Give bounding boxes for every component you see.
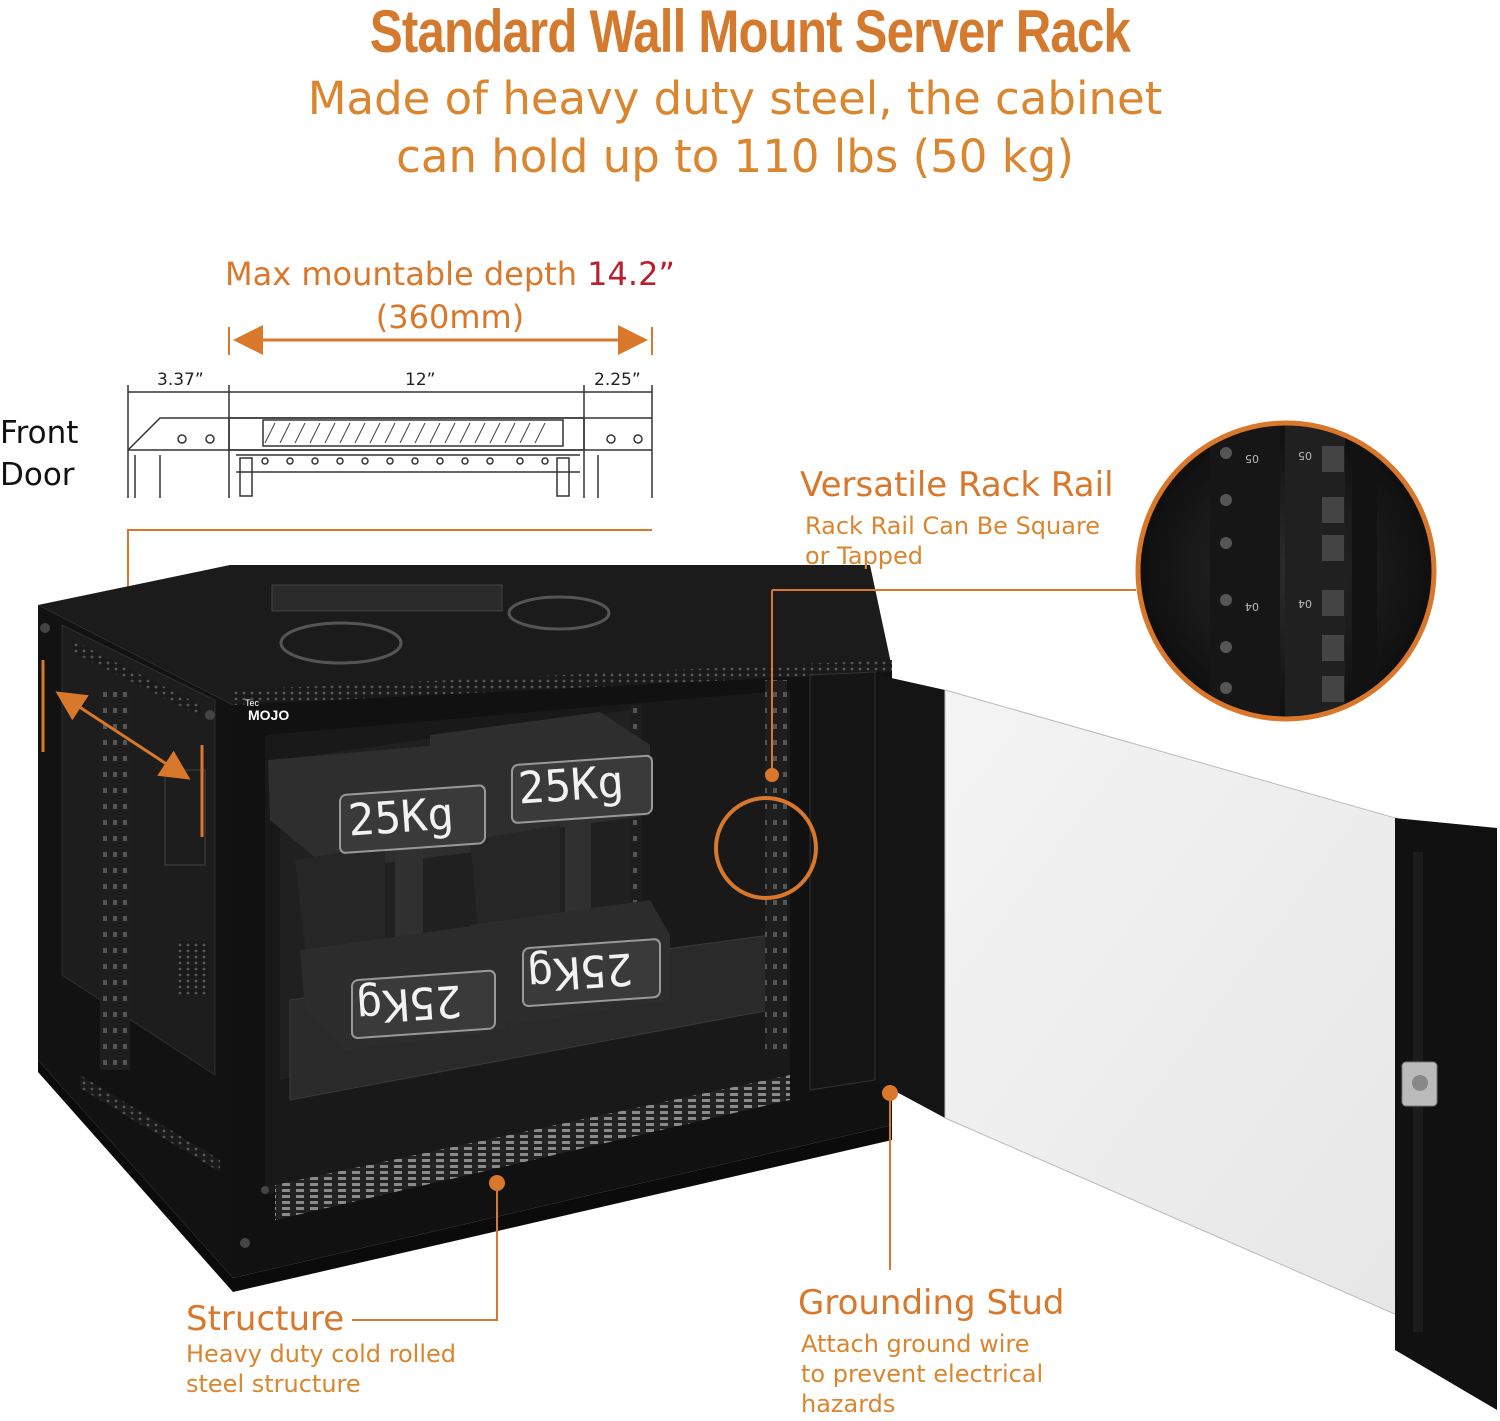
- brand-prefix: Tec: [245, 698, 260, 708]
- structure-desc-2: steel structure: [186, 1370, 361, 1398]
- weight-label-2: 25Kg: [516, 756, 626, 815]
- depth-value: 14.2”: [587, 255, 675, 293]
- page-title: Standard Wall Mount Server Rack: [369, 0, 1131, 65]
- dim-middle: 12”: [405, 370, 436, 390]
- subtitle-line-2: can hold up to 110 lbs (50 kg): [396, 130, 1074, 183]
- rail-number-04-right: 04: [1298, 597, 1312, 610]
- grounding-desc-2: to prevent electrical: [801, 1360, 1044, 1388]
- rack-cabinet: [38, 565, 892, 1292]
- rack-rail-title: Versatile Rack Rail: [800, 465, 1114, 505]
- grounding-desc-1: Attach ground wire: [801, 1330, 1030, 1358]
- rail-leader-dot: [765, 768, 779, 782]
- dim-right: 2.25”: [594, 370, 641, 390]
- weight-label-3: 25Kg: [354, 974, 464, 1033]
- glass-door: [878, 675, 1497, 1410]
- rail-number-05-left: 05: [1245, 452, 1259, 465]
- dim-left: 3.37”: [157, 370, 204, 390]
- rail-number-04-left: 04: [1245, 600, 1259, 613]
- front-door-line1: Front: [0, 415, 79, 451]
- weight-label-1: 25Kg: [346, 788, 456, 847]
- rail-number-05-right: 05: [1298, 449, 1312, 462]
- brand-logo: MOJO: [248, 707, 290, 723]
- side-depth-arrow: [41, 660, 204, 837]
- depth-label-prefix: Max mountable depth: [225, 255, 588, 293]
- rail-zoom-view: [1135, 420, 1437, 722]
- grounding-desc-3: hazards: [801, 1390, 896, 1418]
- structure-leader-dot: [489, 1175, 505, 1191]
- grounding-title: Grounding Stud: [798, 1283, 1065, 1323]
- weight-label-4: 25Kg: [525, 942, 635, 1001]
- grounding-leader-dot: [882, 1085, 898, 1101]
- rack-rail-desc-1: Rack Rail Can Be Square: [805, 512, 1101, 540]
- structure-title: Structure: [186, 1299, 345, 1339]
- structure-desc-1: Heavy duty cold rolled: [186, 1340, 457, 1368]
- rack-rail-desc-2: or Tapped: [805, 542, 924, 570]
- subtitle-line-1: Made of heavy duty steel, the cabinet: [307, 72, 1163, 125]
- side-view-drawing: [127, 385, 653, 498]
- structure-leader-line: [352, 1183, 498, 1321]
- depth-arrow: [228, 325, 653, 355]
- rail-highlight-circle: [714, 796, 818, 900]
- front-door-line2: Door: [0, 457, 75, 493]
- weights: [268, 712, 670, 1050]
- depth-label: Max mountable depth 14.2”: [180, 253, 720, 295]
- front-door-label: Front Door: [0, 412, 78, 496]
